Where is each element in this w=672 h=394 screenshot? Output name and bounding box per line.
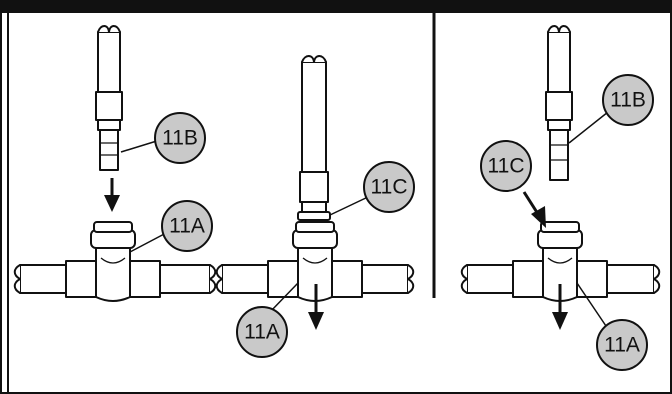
callout-11b-panel3: 11B: [568, 74, 654, 144]
callout-11c-panel3: 11C: [480, 140, 532, 192]
callout-11a-panel2: 11A: [236, 282, 299, 358]
panel-3: 11B 11C 11A: [460, 25, 661, 371]
callout-label: 11C: [371, 176, 408, 199]
insert-arrow-1: [104, 178, 120, 212]
callout-label: 11A: [244, 321, 280, 344]
vertical-tube-3: [545, 25, 573, 181]
flow-arrow-2: [308, 284, 324, 330]
callout-label: 11A: [604, 334, 640, 357]
vertical-tube-1: [95, 25, 123, 171]
top-border-band: [1, 1, 671, 13]
callout-11a-panel3: 11A: [576, 282, 648, 371]
flow-arrow-3: [552, 284, 568, 330]
horizontal-pipe-3: [460, 221, 661, 302]
panel-2: 11C 11A: [215, 55, 415, 358]
callout-label: 11C: [488, 155, 525, 178]
callout-label: 11A: [169, 215, 205, 238]
callout-11a-panel1: 11A: [129, 200, 213, 253]
horizontal-pipe-1: [13, 221, 217, 302]
release-arrow-3: [522, 191, 546, 228]
callout-label: 11B: [162, 127, 198, 150]
callout-11c-panel2: 11C: [329, 161, 415, 216]
panel-1: 11B 11A: [13, 25, 217, 302]
callout-label: 11B: [610, 89, 646, 112]
callout-11b-panel1: 11B: [120, 112, 206, 164]
vertical-tube-2: [297, 55, 331, 221]
